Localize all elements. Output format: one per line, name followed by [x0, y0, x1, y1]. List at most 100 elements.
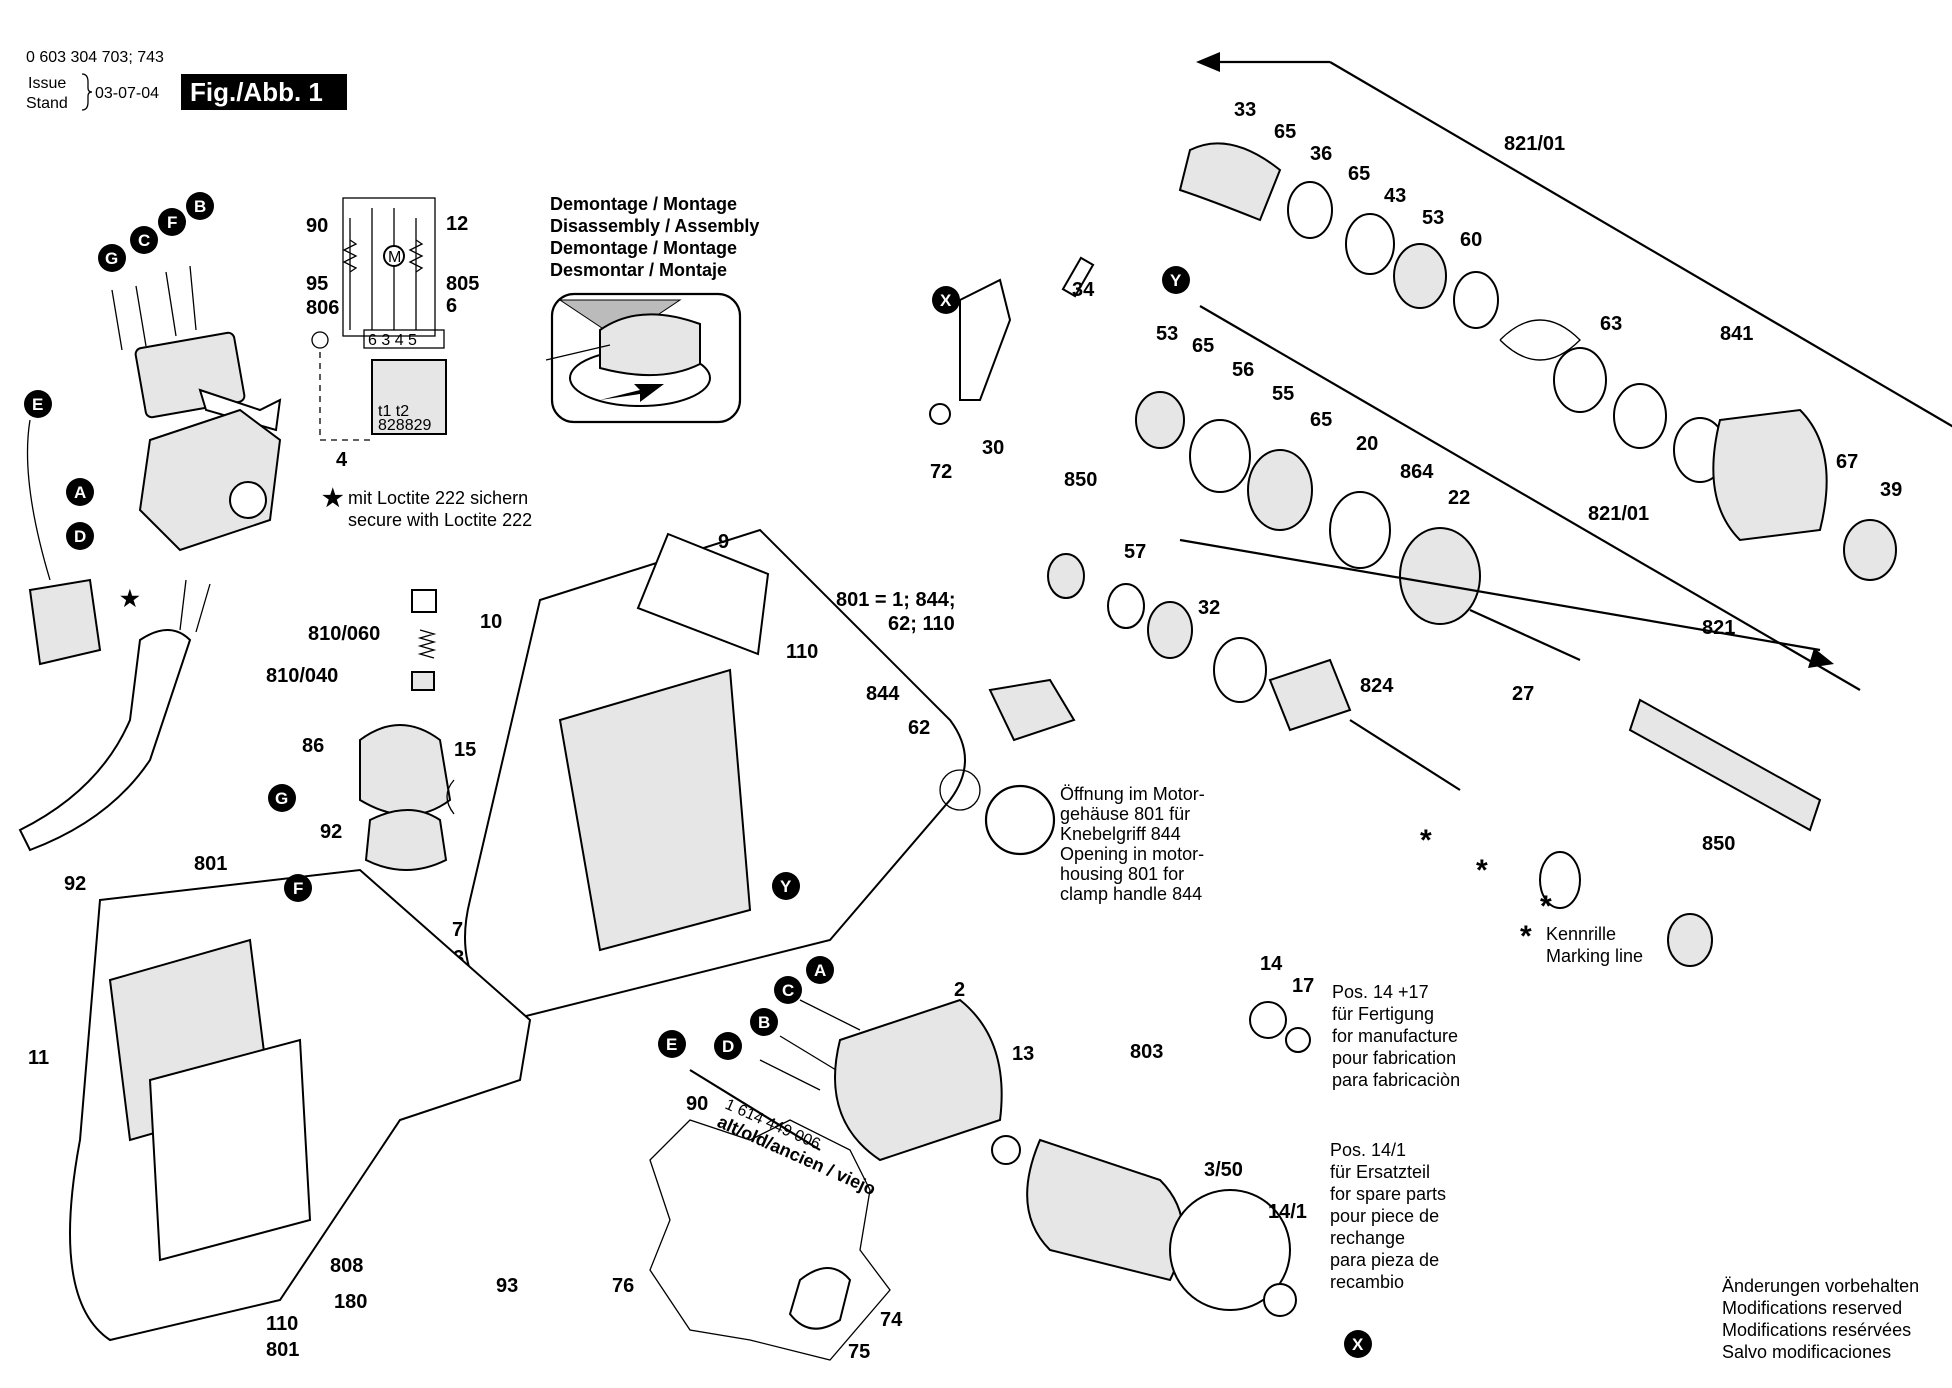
bearing-850-a — [1047, 553, 1085, 599]
label-20: 20 — [1356, 433, 1378, 455]
label-7: 7 — [452, 919, 463, 941]
spare-line-5: rechange — [1330, 1228, 1405, 1248]
manufacture-line-1: Pos. 14 +17 — [1332, 982, 1429, 1002]
marking-line-2: Marking line — [1546, 946, 1643, 966]
brace-icon — [81, 73, 93, 111]
svg-text:A: A — [814, 961, 826, 980]
issue-label: Issue — [28, 75, 66, 92]
issue-date: 03-07-04 — [95, 85, 159, 102]
modifications-line-1: Änderungen vorbehalten — [1722, 1276, 1919, 1296]
manufacture-line-2: für Fertigung — [1332, 1004, 1434, 1024]
star-icon: ★ — [322, 485, 344, 512]
marker-f-top: F — [158, 208, 186, 236]
svg-text:E: E — [32, 395, 43, 414]
washer-72 — [929, 403, 951, 425]
modifications-note: Änderungen vorbehalten Modifications res… — [1722, 1276, 1919, 1362]
washer-17 — [1285, 1027, 1311, 1053]
label-39: 39 — [1880, 479, 1902, 501]
ring-57 — [1107, 583, 1145, 629]
label-821-01-a: 821/01 — [1504, 133, 1565, 155]
spare-line-1: Pos. 14/1 — [1330, 1140, 1406, 1160]
label-14-1: 14/1 — [1268, 1201, 1307, 1223]
marker-e-left: E — [24, 390, 52, 418]
svg-text:F: F — [293, 879, 303, 898]
label-kit-801-b: 62; 110 — [888, 613, 955, 635]
label-53-b: 53 — [1156, 323, 1178, 345]
hammer-mechanism: 33 65 36 65 43 53 60 821/01 63 841 67 39 — [1178, 52, 1952, 581]
hammer-body-801: 92 801 11 808 180 110 801 93 — [28, 853, 532, 1361]
svg-text:F: F — [167, 213, 177, 232]
label-110: 110 — [786, 641, 818, 663]
svg-text:E: E — [666, 1035, 677, 1054]
o-ring-62 — [939, 769, 981, 811]
label-88-wiring: 805 — [446, 273, 479, 295]
carbon-brush — [411, 671, 435, 691]
label-72: 72 — [930, 461, 952, 483]
label-32: 32 — [1198, 597, 1220, 619]
svg-text:C: C — [138, 231, 150, 250]
label-87-wiring: 90 — [306, 215, 328, 237]
opening-line-3: Knebelgriff 844 — [1060, 824, 1181, 844]
asterisk-icon: * — [1476, 854, 1488, 887]
wiring-diagram: M 6 3 4 5 t1 t2 828829 90 12 95 806 805 … — [306, 197, 479, 471]
assembly-axis-top — [1329, 61, 1952, 428]
doc-number: 0 603 304 703; 743 — [26, 49, 164, 66]
label-17: 17 — [1292, 975, 1314, 997]
label-14: 14 — [1260, 953, 1283, 975]
gear-row: 34 53 65 56 55 65 20 864 22 72 30 821/01 — [929, 256, 1861, 691]
label-801-bottom: 801 — [266, 1339, 299, 1361]
spare-line-2: für Ersatzteil — [1330, 1162, 1430, 1182]
label-27: 27 — [1512, 683, 1534, 705]
terminal-numbers: 6 3 4 5 — [368, 332, 417, 349]
cap-39 — [1843, 519, 1897, 581]
loctite-note: ★ mit Loctite 222 sichern secure with Lo… — [322, 485, 532, 530]
figure-title: Fig./Abb. 1 — [190, 77, 323, 107]
marker-c-top: C — [130, 226, 158, 254]
marker-a-left: A — [66, 478, 94, 506]
loctite-line-2: secure with Loctite 222 — [348, 510, 532, 530]
label-92-brush: 92 — [320, 821, 342, 843]
brush-holder-lower — [364, 809, 448, 871]
leader — [545, 344, 611, 361]
cable-6 — [18, 629, 192, 852]
montage-line-4: Desmontar / Montaje — [550, 260, 727, 280]
svg-text:D: D — [722, 1037, 734, 1056]
switch-terminals: t1 t2 — [378, 403, 409, 420]
label-33: 33 — [1234, 99, 1256, 121]
label-810-040: 810/040 — [266, 665, 338, 687]
label-92-body: 92 — [64, 873, 86, 895]
label-67: 67 — [1836, 451, 1858, 473]
sleeve-824 — [1268, 658, 1352, 732]
asterisk-icon: * — [1520, 920, 1532, 953]
suppressor-12 — [28, 578, 102, 666]
opening-note: Öffnung im Motor- gehäuse 801 für Knebel… — [1060, 784, 1205, 904]
label-65-d: 65 — [1310, 409, 1332, 431]
pin-34 — [1061, 256, 1095, 298]
bearing-13 — [991, 1135, 1021, 1165]
fan-3-50 — [1169, 1189, 1291, 1311]
svg-text:X: X — [940, 291, 952, 310]
motor-icon — [383, 245, 405, 267]
montage-line-1: Demontage / Montage — [550, 194, 737, 214]
label-74: 74 — [880, 1309, 903, 1331]
label-11: 11 — [28, 1047, 49, 1069]
switch-assembly: ★ — [18, 265, 282, 852]
label-13: 13 — [1012, 1043, 1034, 1065]
label-34: 34 — [1072, 279, 1095, 301]
opening-line-5: housing 801 for — [1060, 864, 1184, 884]
label-22: 22 — [1448, 487, 1470, 509]
marker-x-armature: X — [1344, 1330, 1372, 1358]
washer-36 — [1287, 181, 1333, 239]
label-93-body: 93 — [496, 1275, 518, 1297]
switch-terminals-2: 828829 — [378, 417, 431, 434]
modifications-line-4: Salvo modificaciones — [1722, 1342, 1891, 1362]
manufacture-line-3: for manufacture — [1332, 1026, 1458, 1046]
ground-icon — [311, 331, 329, 349]
body-grip — [148, 1038, 312, 1262]
spindle-row: 850 57 32 821 27 824 850 * * * — [1047, 469, 1834, 967]
label-30: 30 — [982, 437, 1004, 459]
wiring-frame — [342, 197, 436, 337]
label-90-motor: 90 — [686, 1093, 708, 1115]
label-801-top: 801 — [194, 853, 227, 875]
